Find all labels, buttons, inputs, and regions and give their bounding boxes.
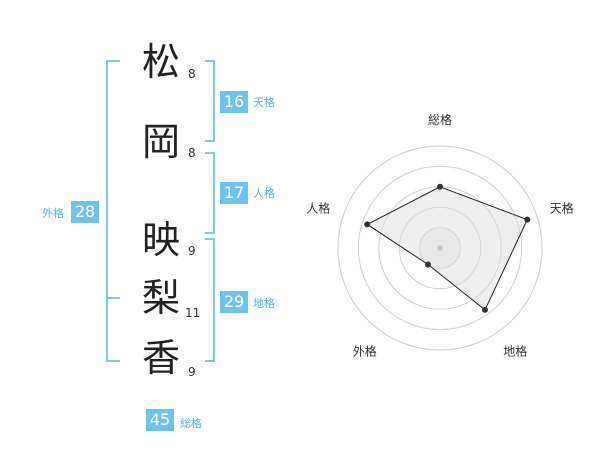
soukaku-badge: 45 bbox=[146, 409, 174, 431]
stroke-count-1: 8 bbox=[188, 67, 196, 81]
name-char-4: 梨 bbox=[141, 276, 180, 320]
radar-axis-label-1: 総格 bbox=[428, 112, 452, 127]
tenkaku-label: 天格 bbox=[253, 96, 275, 109]
name-char-1: 松 bbox=[141, 40, 180, 84]
radar-point-4 bbox=[425, 261, 432, 268]
jinkaku-bracket bbox=[205, 152, 215, 234]
radar-axis-label-2: 天格 bbox=[550, 200, 574, 215]
gaikaku-label: 外格 bbox=[42, 207, 64, 220]
gaikaku-divider bbox=[106, 297, 120, 299]
tenkaku-badge: 16 bbox=[220, 91, 248, 113]
name-char-2: 岡 bbox=[141, 120, 180, 164]
radar-axis-label-5: 人格 bbox=[306, 200, 330, 215]
tenkaku-bracket bbox=[205, 60, 215, 142]
radar-axis-label-3: 地格 bbox=[503, 344, 527, 359]
radar-point-3 bbox=[481, 306, 488, 313]
radar-series-polygon bbox=[366, 186, 528, 311]
gaikaku-badge: 28 bbox=[71, 201, 99, 223]
jinkaku-label: 人格 bbox=[253, 187, 275, 200]
radar-axis-label-4: 外格 bbox=[353, 344, 377, 359]
chikaku-badge: 29 bbox=[220, 291, 248, 313]
stroke-count-4: 11 bbox=[185, 306, 201, 320]
chikaku-label: 地格 bbox=[253, 297, 275, 310]
radar-center-dot bbox=[437, 245, 443, 251]
name-char-3: 映 bbox=[141, 218, 180, 262]
name-char-5: 香 bbox=[141, 336, 180, 380]
radar-point-5 bbox=[364, 221, 371, 228]
gaikaku-bracket bbox=[106, 60, 120, 362]
jinkaku-badge: 17 bbox=[220, 182, 248, 204]
radar-point-2 bbox=[524, 216, 531, 223]
chikaku-bracket bbox=[205, 238, 215, 362]
stroke-count-2: 8 bbox=[188, 146, 196, 160]
stroke-count-3: 9 bbox=[188, 244, 196, 258]
radar-point-1 bbox=[437, 183, 443, 190]
soukaku-label: 総格 bbox=[180, 417, 202, 430]
stroke-count-5: 9 bbox=[188, 365, 196, 379]
